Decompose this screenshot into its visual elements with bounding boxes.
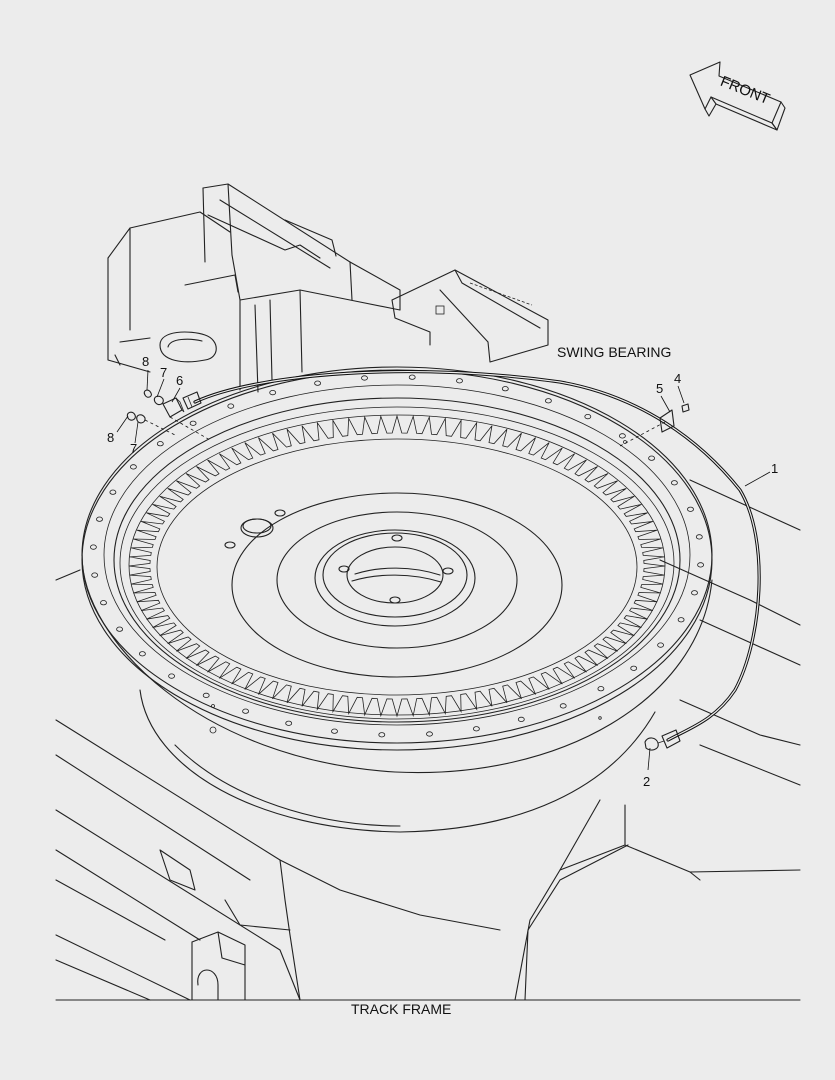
fitting-block: [162, 397, 185, 418]
bolt-hole: [559, 703, 567, 709]
bolt-hole: [472, 726, 480, 732]
bolt-hole: [227, 403, 235, 409]
callout-1: 1: [771, 461, 778, 476]
bolt-hole: [687, 506, 694, 512]
bolt-hole: [691, 590, 698, 596]
bolt-hole: [426, 731, 433, 737]
callout-6: 6: [176, 373, 183, 388]
bolt-hole: [202, 692, 210, 699]
bolt-hole: [96, 516, 103, 522]
callout-8-upper: 8: [142, 354, 149, 369]
bolt-hole: [189, 420, 197, 426]
bolt-hole: [648, 455, 655, 461]
bolt-hole: [517, 716, 525, 723]
bolt-hole: [584, 413, 592, 420]
gear-teeth-outline: [128, 414, 666, 718]
bolt-hole: [408, 374, 416, 380]
bolt-hole: [597, 686, 605, 692]
bolt-hole: [697, 562, 704, 568]
front-direction-arrow: FRONT: [689, 61, 786, 131]
callout-leaders: [116, 369, 771, 771]
swing-bearing-ring: [81, 366, 713, 833]
callout-4: 4: [674, 371, 681, 386]
bolt-hole: [156, 441, 164, 447]
bolt-hole: [116, 626, 123, 632]
bolt-hole: [285, 720, 293, 726]
bolt-hole: [168, 673, 176, 679]
bolt-hole: [269, 389, 277, 396]
track-frame-label: TRACK FRAME: [351, 1001, 451, 1017]
bolt-hole: [90, 544, 97, 550]
bolt-hole: [314, 380, 322, 386]
bolt-hole: [657, 642, 664, 648]
front-label: FRONT: [718, 73, 772, 108]
callout-5: 5: [656, 381, 663, 396]
bolt-hole: [242, 708, 250, 714]
bolt-hole: [501, 386, 509, 392]
bolt-hole: [361, 375, 368, 381]
bolt-hole: [331, 728, 338, 734]
gear-teeth: [128, 414, 666, 718]
grease-hose-assembly: [182, 369, 761, 751]
bolt-hole: [695, 534, 703, 540]
bolt-hole: [630, 665, 638, 671]
hose-fitting-upper: [182, 391, 202, 410]
bolt-hole: [671, 480, 678, 486]
swing-bearing-label: SWING BEARING: [557, 344, 671, 360]
bolt-hole: [545, 398, 552, 404]
track-frame-structure: [55, 479, 801, 1001]
hose-clamp: [619, 403, 690, 447]
bolt-hole: [91, 572, 99, 578]
hose-fitting-lower: [644, 729, 681, 751]
bolt-hole: [138, 651, 146, 657]
elbow-fitting: [143, 389, 164, 406]
upper-frame-structure: [107, 183, 549, 393]
bolt-hole: [109, 489, 117, 495]
lower-elbow-fitting: [126, 411, 146, 424]
bolt-hole: [619, 433, 626, 439]
bolt-hole: [677, 617, 685, 623]
outer-bolt-holes: [90, 374, 704, 738]
callout-8-lower: 8: [107, 430, 114, 445]
bolt-hole: [100, 600, 107, 606]
bolt-hole: [378, 732, 386, 738]
left-fitting-group: [126, 389, 211, 441]
callout-7-upper: 7: [160, 365, 167, 380]
bolt-hole: [456, 378, 463, 384]
callout-2: 2: [643, 774, 650, 789]
callout-7-lower: 7: [130, 441, 137, 456]
bolt-hole: [129, 464, 137, 470]
